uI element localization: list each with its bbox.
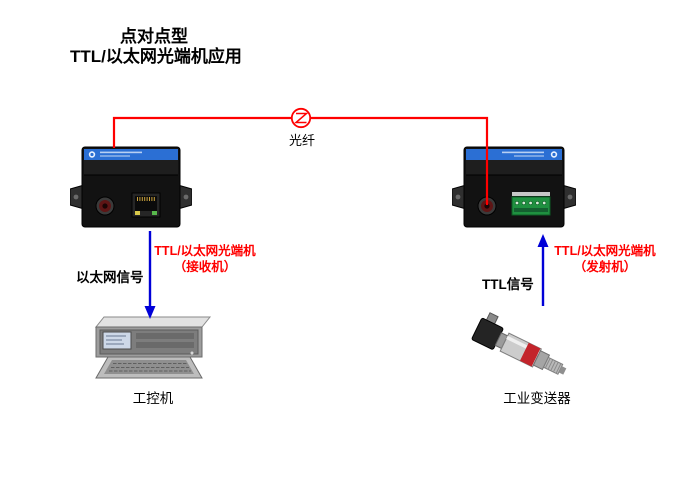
transducer-threaded-tip <box>542 356 567 375</box>
optical-port <box>477 196 497 216</box>
keyboard-tray <box>95 356 203 379</box>
brand-strip <box>466 149 562 160</box>
front-screen <box>102 331 132 350</box>
industrial-transducer-label: 工业变送器 <box>503 391 571 406</box>
industrial-computer-label: 工控机 <box>132 391 174 406</box>
transmitter-caption-line1: TTL/以太网光端机 <box>554 244 656 258</box>
brand-strip <box>84 149 178 160</box>
diagram-title-line1: 点对点型 <box>120 27 188 46</box>
rj45-port <box>131 192 161 218</box>
fiber-converter-transmitter <box>452 146 576 228</box>
ttl-signal-label: TTL信号 <box>482 277 534 292</box>
drive-bay <box>136 333 194 339</box>
transducer-red-band <box>519 342 541 367</box>
chassis-top <box>94 316 212 328</box>
diagram-title-line2: TTL/以太网光端机应用 <box>70 47 242 66</box>
receiver-caption-line1: TTL/以太网光端机 <box>154 244 256 258</box>
fiber-label: 光纤 <box>288 133 315 148</box>
industrial-transducer-illustration <box>471 312 567 375</box>
fiber-converter-receiver <box>70 146 192 228</box>
industrial-computer-illustration <box>94 316 212 379</box>
ethernet-signal-label: 以太网信号 <box>76 270 144 285</box>
terminal-block <box>511 192 551 216</box>
transmitter-caption: TTL/以太网光端机 （发射机） <box>550 243 660 275</box>
receiver-caption: TTL/以太网光端机 （接收机） <box>148 243 262 275</box>
transmitter-caption-line2: （发射机） <box>573 260 637 274</box>
fiber-coil-symbol <box>290 107 312 129</box>
drive-bay <box>136 342 194 348</box>
receiver-caption-line2: （接收机） <box>173 260 237 274</box>
optical-port <box>95 196 115 216</box>
ttl-signal-arrow <box>537 234 549 306</box>
